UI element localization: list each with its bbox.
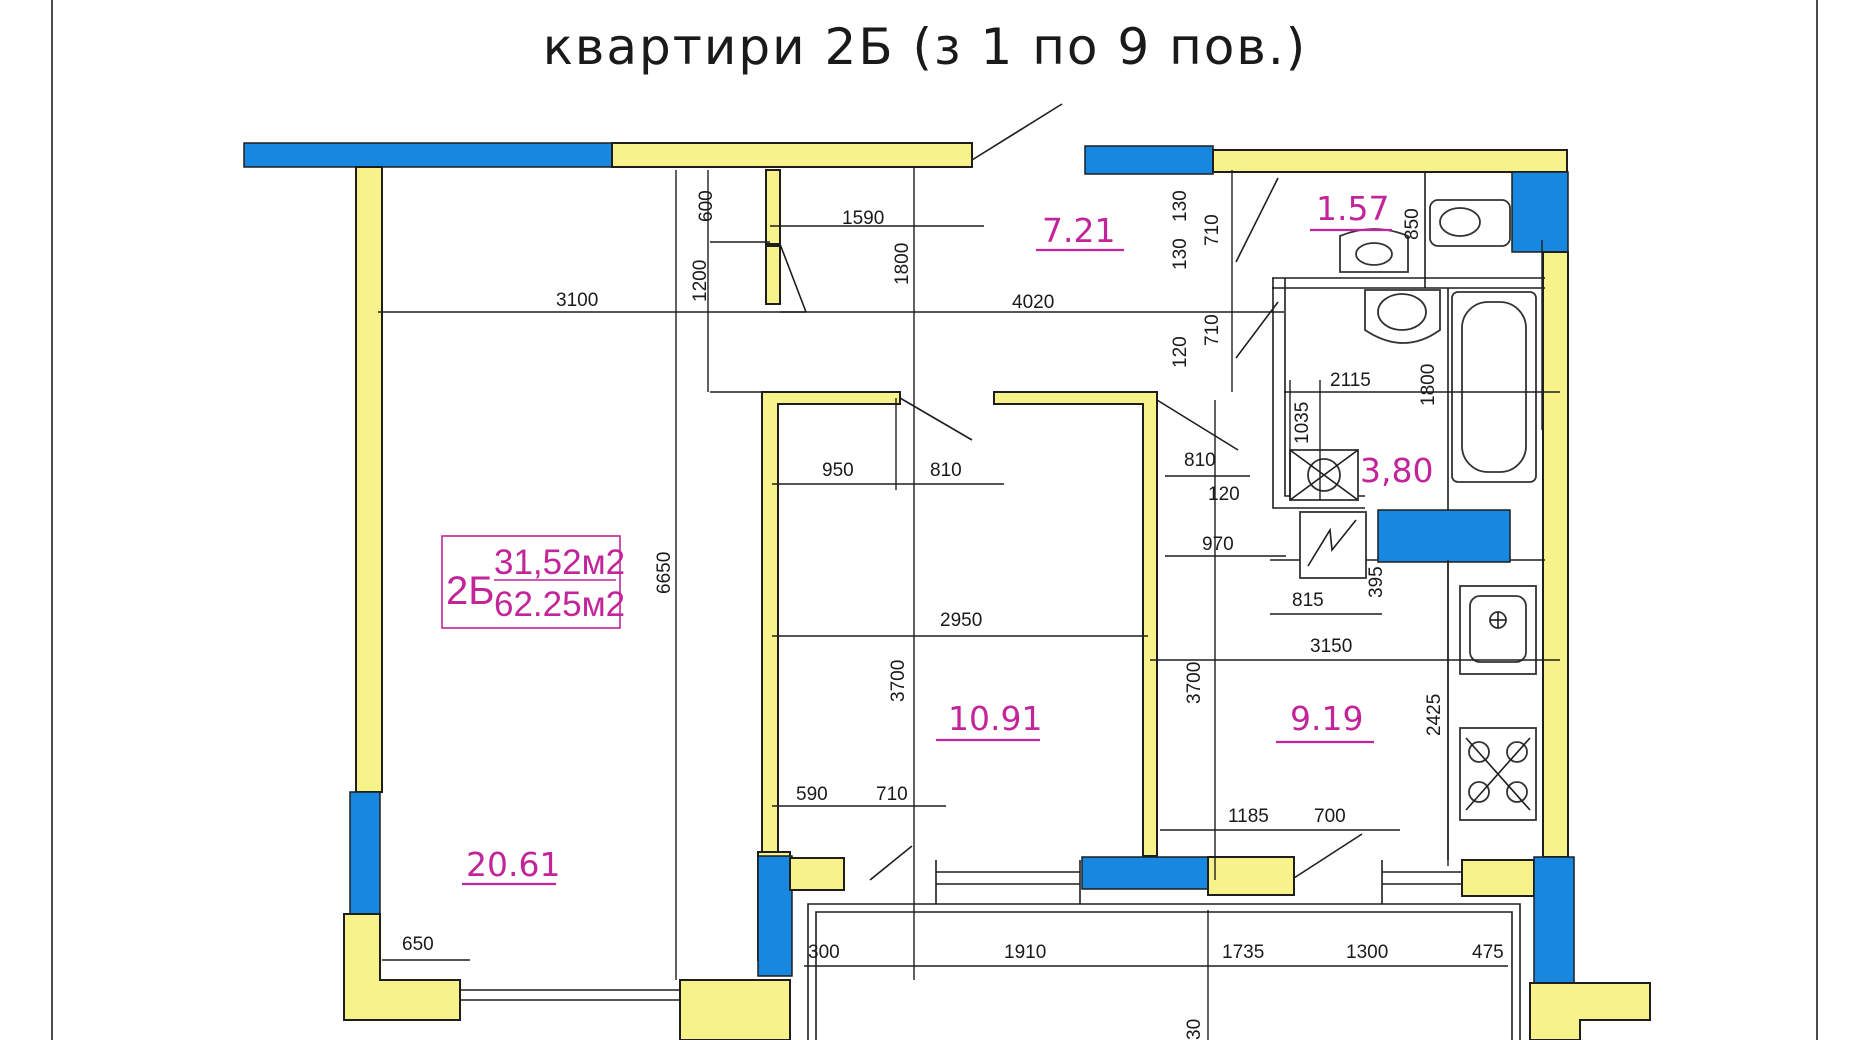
apartment-code: 2Б [446, 569, 495, 613]
wall-top-right [1212, 149, 1568, 173]
room-area-bedroom: 10.91 [948, 699, 1042, 738]
apartment-stamp: 2Б 31,52м2 62.25м2 [441, 535, 625, 629]
total-area: 62.25м2 [494, 585, 625, 624]
dim-810: 810 [1184, 450, 1216, 471]
wall-bedroom-right [993, 391, 1158, 857]
dim-1200: 1200 [690, 260, 711, 302]
dim-120: 120 [1208, 484, 1240, 505]
dim-810: 810 [930, 460, 962, 481]
dim-1185: 1185 [1228, 806, 1269, 827]
dim-700: 700 [1314, 806, 1346, 827]
vent-symbol-icon [1307, 519, 1357, 567]
room-area-kitchen: 9.19 [1290, 699, 1363, 738]
dim-710: 710 [1202, 314, 1223, 346]
wall-partition-a [765, 169, 781, 245]
dim-850: 850 [1402, 208, 1423, 240]
dim-1910: 1910 [1004, 942, 1046, 963]
room-area-wc: 1.57 [1316, 189, 1389, 228]
dim-3700: 3700 [1184, 662, 1205, 704]
dim-475: 475 [1472, 942, 1504, 963]
window-wc [1511, 171, 1569, 253]
dim-1590: 1590 [842, 208, 884, 229]
dim-1300: 1300 [1346, 942, 1388, 963]
wall-top-middle [611, 142, 973, 168]
plan-title: квартири 2Б (з 1 по 9 пов.) [542, 18, 1308, 76]
dim-395: 395 [1366, 566, 1387, 598]
vent-shaft-icon [1299, 511, 1367, 579]
kitchen-sink-bowl-icon [1469, 595, 1527, 663]
room-area-hall: 7.21 [1042, 211, 1115, 250]
burner-icon [1506, 781, 1528, 803]
dim-2425: 2425 [1424, 694, 1445, 736]
wall-kitchen-sill [1207, 856, 1295, 896]
bath-sink-bowl-icon [1377, 293, 1427, 331]
dim-30: 30 [1184, 1019, 1205, 1040]
dim-1035: 1035 [1292, 402, 1313, 444]
window-right-bottom [1533, 856, 1575, 984]
wall-right-sill [1461, 859, 1535, 897]
dimension-labels: 1590 600 1800 1200 3100 4020 6650 950 81… [402, 190, 1504, 1040]
dim-710: 710 [876, 784, 908, 805]
room-areas: 20.61 10.91 9.19 7.21 1.57 3,80 [462, 189, 1433, 886]
stamp-frame [441, 535, 621, 629]
dim-600: 600 [696, 190, 717, 222]
dim-130: 130 [1170, 238, 1191, 270]
wall-right [1542, 251, 1569, 858]
dim-1800: 1800 [892, 243, 913, 285]
dim-950: 950 [822, 460, 854, 481]
dim-130: 130 [1170, 190, 1191, 222]
shaft-blue-block [1377, 509, 1511, 563]
wall-balcony-right [1529, 982, 1651, 1040]
dim-4020: 4020 [1012, 292, 1054, 313]
dim-6650: 6650 [654, 552, 675, 594]
dim-3100: 3100 [556, 290, 598, 311]
wall-left-bottom [343, 913, 461, 1021]
wall-partition-b [765, 245, 781, 305]
window-bedroom [757, 855, 793, 977]
dim-815: 815 [1292, 590, 1324, 611]
dim-650: 650 [402, 934, 434, 955]
dim-120: 120 [1170, 336, 1191, 368]
room-area-living: 20.61 [466, 845, 560, 884]
dim-2950: 2950 [940, 610, 982, 631]
window-top-right [1084, 145, 1214, 175]
dim-300: 300 [808, 942, 840, 963]
window-left [349, 791, 381, 915]
fixtures [1289, 199, 1537, 821]
dim-590: 590 [796, 784, 828, 805]
balcony [460, 860, 1521, 1040]
dim-1735: 1735 [1222, 942, 1264, 963]
window-kitchen [1081, 856, 1209, 890]
dimension-lines [378, 168, 1560, 1040]
dim-710: 710 [1202, 214, 1223, 246]
burner-icon [1468, 781, 1490, 803]
wall-bedroom-sill [789, 857, 845, 891]
toilet-bowl-icon [1439, 207, 1481, 237]
dim-1800: 1800 [1418, 364, 1439, 406]
dim-3700: 3700 [888, 660, 909, 702]
sink-bowl-icon [1355, 242, 1393, 266]
wall-balcony-left [679, 979, 791, 1040]
living-area: 31,52м2 [494, 543, 625, 582]
wall-left [355, 166, 383, 793]
dim-970: 970 [1202, 534, 1234, 555]
dim-2115: 2115 [1330, 370, 1371, 391]
bathtub-inner-icon [1461, 301, 1527, 473]
dim-3150: 3150 [1310, 636, 1352, 657]
window-top-left [243, 142, 613, 168]
room-area-bathroom: 3,80 [1360, 451, 1433, 490]
